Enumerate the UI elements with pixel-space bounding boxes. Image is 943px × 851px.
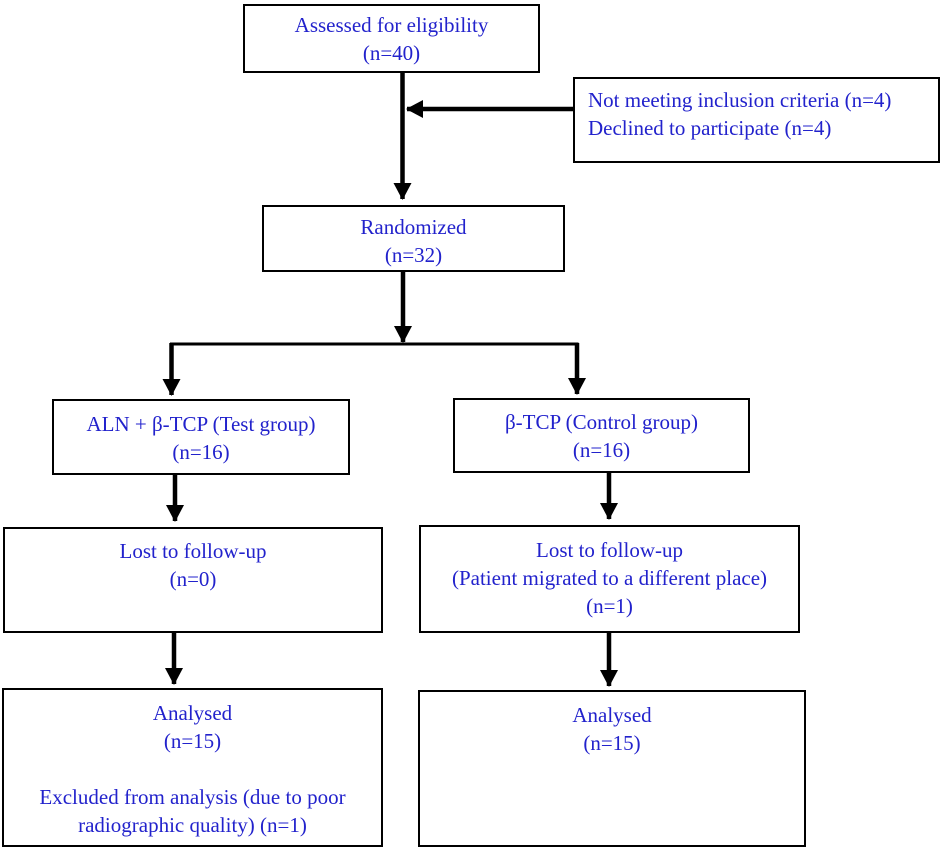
box-line: (n=15) [583, 731, 641, 755]
box-control-group: β-TCP (Control group) (n=16) [453, 398, 750, 473]
box-line: Lost to follow-up [536, 538, 683, 562]
box-pre-randomization-exclusions: Not meeting inclusion criteria (n=4) Dec… [573, 77, 940, 163]
box-line: Assessed for eligibility [294, 13, 489, 37]
box-test-group: ALN + β-TCP (Test group) (n=16) [52, 399, 350, 475]
excluded-from-analysis-paragraph: Excluded from analysis (due to poor radi… [4, 783, 381, 839]
box-lost-to-follow-up-control: Lost to follow-up (Patient migrated to a… [419, 525, 800, 633]
box-line: Declined to participate (n=4) [588, 116, 832, 140]
box-analysed-control: Analysed (n=15) [418, 690, 806, 847]
box-line: (n=15) [163, 729, 222, 753]
box-line: radiographic quality) (n=1) [78, 813, 307, 837]
box-analysed-test: Analysed (n=15) Excluded from analysis (… [2, 688, 383, 847]
analysed-count-paragraph: Analysed (n=15) [4, 699, 381, 755]
box-line: Excluded from analysis (due to poor [39, 785, 346, 809]
box-randomized: Randomized (n=32) [262, 205, 565, 272]
box-line: Randomized [360, 215, 467, 239]
box-line: (n=40) [362, 41, 421, 65]
box-line: Not meeting inclusion criteria (n=4) [588, 88, 892, 112]
box-line: β-TCP (Control group) [504, 410, 699, 434]
box-line: (n=32) [384, 243, 443, 267]
box-line: ALN + β-TCP (Test group) [86, 412, 316, 436]
box-line: (n=0) [169, 567, 217, 591]
box-lost-to-follow-up-test: Lost to follow-up (n=0) [3, 527, 383, 633]
box-line: (Patient migrated to a different place) [451, 566, 768, 590]
box-assessed-for-eligibility: Assessed for eligibility (n=40) [243, 4, 540, 73]
box-line: Analysed [572, 703, 652, 727]
box-line: (n=16) [572, 438, 631, 462]
box-line: (n=1) [586, 594, 633, 618]
box-line: Lost to follow-up [119, 539, 267, 563]
box-line: Analysed [152, 701, 233, 725]
box-line: (n=16) [172, 440, 230, 464]
